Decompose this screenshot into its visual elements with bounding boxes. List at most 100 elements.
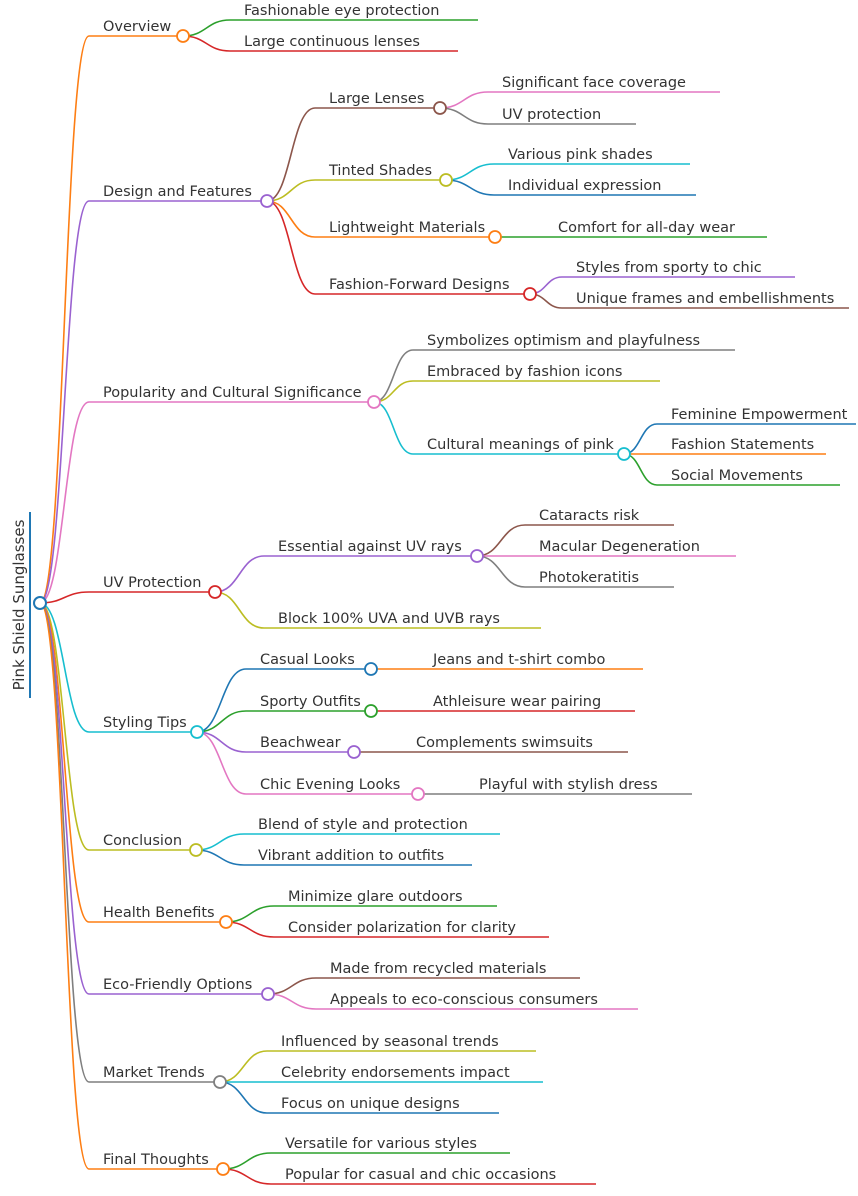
subtopic-fashion-forward-designs[interactable]: Fashion-Forward Designs: [329, 277, 510, 293]
collapse-toggle-cultural-meanings-of-pink[interactable]: [617, 447, 631, 461]
edge-large-lenses: [266, 107, 316, 202]
subtopic-blend-of-style-and-protection[interactable]: Blend of style and protection: [258, 817, 468, 833]
collapse-toggle-beachwear[interactable]: [347, 745, 361, 759]
subtopic-tinted-shades[interactable]: Tinted Shades: [328, 163, 432, 179]
edge-block-100-uva-and-uvb-rays: [214, 591, 265, 629]
edge-uv-protection: [439, 107, 489, 125]
subtopic-minimize-glare-outdoors[interactable]: Minimize glare outdoors: [288, 889, 463, 905]
leaf-athleisure-wear-pairing[interactable]: Athleisure wear pairing: [433, 694, 601, 710]
subtopic-essential-against-uv-rays[interactable]: Essential against UV rays: [278, 539, 462, 555]
branch-popularity-and-cultural-significance[interactable]: Popularity and Cultural Significance: [103, 385, 362, 401]
branch-design-and-features[interactable]: Design and Features: [103, 184, 252, 200]
leaf-comfort-for-all-day-wear[interactable]: Comfort for all-day wear: [558, 220, 735, 236]
subtopic-made-from-recycled-materials[interactable]: Made from recycled materials: [330, 961, 546, 977]
branch-uv-protection[interactable]: UV Protection: [103, 575, 202, 591]
subtopic-appeals-to-eco-conscious-consumers[interactable]: Appeals to eco-conscious consumers: [330, 992, 598, 1008]
subtopic-large-lenses[interactable]: Large Lenses: [329, 91, 424, 107]
edge-focus-on-unique-designs: [219, 1081, 268, 1114]
subtopic-large-continuous-lenses[interactable]: Large continuous lenses: [244, 34, 420, 50]
edge-significant-face-coverage: [439, 91, 489, 109]
collapse-toggle-eco-friendly-options[interactable]: [261, 987, 275, 1001]
collapse-toggle-sporty-outfits[interactable]: [364, 704, 378, 718]
leaf-playful-with-stylish-dress[interactable]: Playful with stylish dress: [479, 777, 658, 793]
collapse-toggle-final-thoughts[interactable]: [216, 1162, 230, 1176]
root-node[interactable]: Pink Shield Sunglasses: [10, 512, 47, 698]
edge-design-and-features: [39, 200, 90, 604]
edge-conclusion: [39, 602, 90, 851]
leaf-complements-swimsuits[interactable]: Complements swimsuits: [416, 735, 593, 751]
branch-styling-tips[interactable]: Styling Tips: [103, 715, 187, 731]
edge-influenced-by-seasonal-trends: [219, 1050, 268, 1083]
edge-final-thoughts: [39, 602, 90, 1170]
collapse-toggle-health-benefits[interactable]: [219, 915, 233, 929]
edge-vibrant-addition-to-outfits: [195, 849, 245, 866]
leaf-individual-expression[interactable]: Individual expression: [508, 178, 661, 194]
subtopic-popular-for-casual-and-chic-occasions[interactable]: Popular for casual and chic occasions: [285, 1167, 556, 1183]
edge-lightweight-materials: [266, 200, 316, 238]
collapse-toggle-design-and-features[interactable]: [260, 194, 274, 208]
leaf-feminine-empowerment[interactable]: Feminine Empowerment: [671, 407, 848, 423]
mindmap-edges: [39, 19, 856, 1185]
collapse-toggle-casual-looks[interactable]: [364, 662, 378, 676]
leaf-social-movements[interactable]: Social Movements: [671, 468, 803, 484]
edge-consider-polarization-for-clarity: [225, 921, 275, 938]
collapse-toggle-fashion-forward-designs[interactable]: [523, 287, 537, 301]
collapse-toggle-lightweight-materials[interactable]: [488, 230, 502, 244]
collapse-toggle-market-trends[interactable]: [213, 1075, 227, 1089]
edge-cataracts-risk: [476, 524, 526, 557]
collapse-toggle-large-lenses[interactable]: [433, 101, 447, 115]
edge-fashion-forward-designs: [266, 200, 316, 295]
branch-health-benefits[interactable]: Health Benefits: [103, 905, 215, 921]
root-node-circle[interactable]: [33, 596, 47, 610]
leaf-various-pink-shades[interactable]: Various pink shades: [508, 147, 653, 163]
leaf-macular-degeneration[interactable]: Macular Degeneration: [539, 539, 700, 555]
edge-essential-against-uv-rays: [214, 555, 265, 593]
subtopic-focus-on-unique-designs[interactable]: Focus on unique designs: [281, 1096, 460, 1112]
collapse-toggle-popularity-and-cultural-significance[interactable]: [367, 395, 381, 409]
leaf-cataracts-risk[interactable]: Cataracts risk: [539, 508, 640, 524]
collapse-toggle-uv-protection[interactable]: [208, 585, 222, 599]
leaf-significant-face-coverage[interactable]: Significant face coverage: [502, 75, 686, 91]
subtopic-symbolizes-optimism-and-playfulness[interactable]: Symbolizes optimism and playfulness: [427, 333, 700, 349]
branch-market-trends[interactable]: Market Trends: [103, 1065, 205, 1081]
collapse-toggle-conclusion[interactable]: [189, 843, 203, 857]
leaf-jeans-and-t-shirt-combo[interactable]: Jeans and t-shirt combo: [432, 652, 605, 668]
subtopic-vibrant-addition-to-outfits[interactable]: Vibrant addition to outfits: [258, 848, 444, 864]
branch-eco-friendly-options[interactable]: Eco-Friendly Options: [103, 977, 252, 993]
subtopic-block-100-uva-and-uvb-rays[interactable]: Block 100% UVA and UVB rays: [278, 611, 500, 627]
collapse-toggle-essential-against-uv-rays[interactable]: [470, 549, 484, 563]
edge-eco-friendly-options: [39, 602, 90, 995]
subtopic-cultural-meanings-of-pink[interactable]: Cultural meanings of pink: [427, 437, 614, 453]
subtopic-embraced-by-fashion-icons[interactable]: Embraced by fashion icons: [427, 364, 623, 380]
edge-large-continuous-lenses: [182, 35, 231, 52]
collapse-toggle-overview[interactable]: [176, 29, 190, 43]
collapse-toggle-chic-evening-looks[interactable]: [411, 787, 425, 801]
edge-chic-evening-looks: [196, 731, 247, 795]
subtopic-celebrity-endorsements-impact[interactable]: Celebrity endorsements impact: [281, 1065, 510, 1081]
leaf-fashion-statements[interactable]: Fashion Statements: [671, 437, 814, 453]
edge-appeals-to-eco-conscious-consumers: [267, 993, 317, 1010]
collapse-toggle-tinted-shades[interactable]: [439, 173, 453, 187]
subtopic-fashionable-eye-protection[interactable]: Fashionable eye protection: [244, 3, 439, 19]
leaf-photokeratitis[interactable]: Photokeratitis: [539, 570, 639, 586]
branch-final-thoughts[interactable]: Final Thoughts: [103, 1152, 209, 1168]
root-title: Pink Shield Sunglasses: [10, 519, 28, 690]
branch-overview[interactable]: Overview: [103, 19, 171, 35]
edge-fashionable-eye-protection: [182, 19, 231, 37]
leaf-styles-from-sporty-to-chic[interactable]: Styles from sporty to chic: [576, 260, 762, 276]
subtopic-casual-looks[interactable]: Casual Looks: [260, 652, 355, 668]
edge-photokeratitis: [476, 555, 526, 588]
subtopic-chic-evening-looks[interactable]: Chic Evening Looks: [260, 777, 400, 793]
edge-versatile-for-various-styles: [222, 1152, 272, 1170]
subtopic-influenced-by-seasonal-trends[interactable]: Influenced by seasonal trends: [281, 1034, 499, 1050]
leaf-uv-protection[interactable]: UV protection: [502, 107, 601, 123]
subtopic-lightweight-materials[interactable]: Lightweight Materials: [329, 220, 485, 236]
branch-conclusion[interactable]: Conclusion: [103, 833, 182, 849]
subtopic-versatile-for-various-styles[interactable]: Versatile for various styles: [285, 1136, 477, 1152]
subtopic-consider-polarization-for-clarity[interactable]: Consider polarization for clarity: [288, 920, 516, 936]
subtopic-beachwear[interactable]: Beachwear: [260, 735, 341, 751]
leaf-unique-frames-and-embellishments[interactable]: Unique frames and embellishments: [576, 291, 834, 307]
subtopic-sporty-outfits[interactable]: Sporty Outfits: [260, 694, 361, 710]
collapse-toggle-styling-tips[interactable]: [190, 725, 204, 739]
edge-symbolizes-optimism-and-playfulness: [373, 349, 414, 403]
